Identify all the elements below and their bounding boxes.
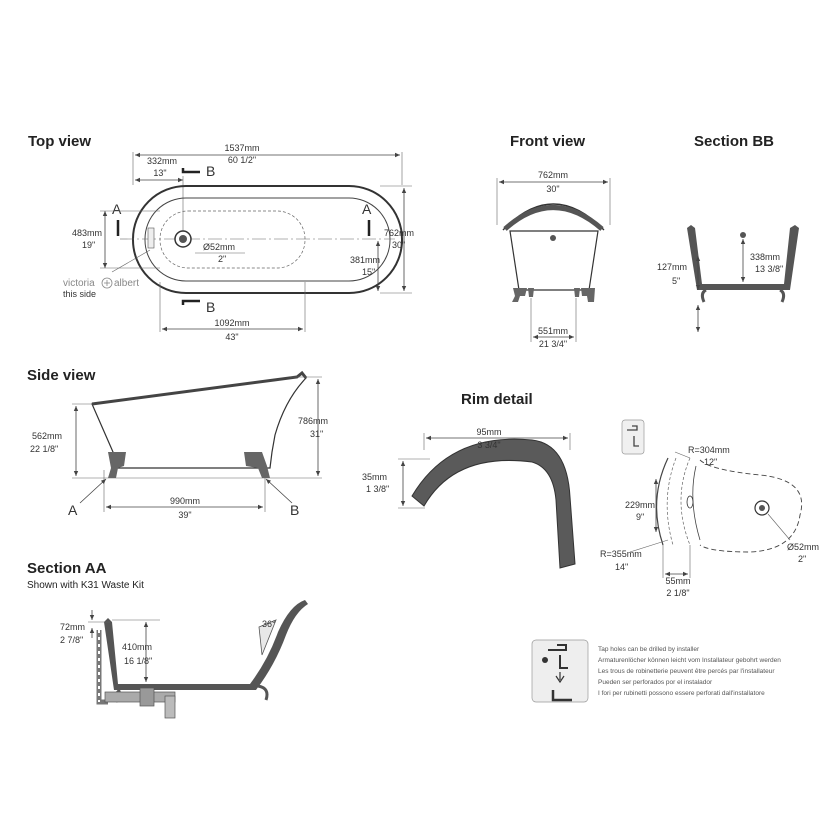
overall-width-mm: 762mm (384, 228, 414, 238)
svg-text:albert: albert (114, 278, 139, 289)
front-width-mm: 762mm (538, 170, 568, 180)
side-view-title: Side view (27, 367, 96, 384)
side-tub-body (91, 372, 307, 469)
side-feet-distance-mm: 990mm (170, 496, 200, 506)
rim-waste-dia-mm: Ø52mm (787, 542, 819, 552)
section-aa-depth-mm: 410mm (122, 642, 152, 652)
section-b-label-top: B (206, 163, 215, 179)
front-view: Front view 762mm 30" 551mm 21 3/4" (496, 133, 611, 349)
tap-note-line-2: Armaturenlöcher können leicht vom Instal… (598, 657, 781, 664)
section-aa-rim-mm: 72mm (60, 622, 85, 632)
section-a-label-left: A (112, 201, 122, 217)
top-view: Top view 1537mm 60 1/2" 332mm 13" B B A … (28, 133, 414, 342)
tap-drill-icon (531, 639, 589, 703)
side-feet (108, 452, 270, 478)
rim-r-outer-mm: R=304mm (688, 445, 730, 455)
rim-waste-dia-in: 2" (798, 554, 806, 564)
rim-profile (411, 438, 576, 569)
inner-width-in: 19" (82, 240, 95, 250)
tap-hole-note: Tap holes can be drilled by installer Ar… (531, 639, 781, 703)
section-a-label-right: A (362, 201, 372, 217)
section-aa: Section AA Shown with K31 Waste Kit 36° … (27, 560, 308, 719)
rim-height-in: 1 3/8" (366, 484, 389, 494)
rim-r-outer-in: 12" (704, 457, 717, 467)
svg-text:victoria: victoria (63, 278, 95, 289)
section-aa-depth-in: 16 1/8" (124, 656, 152, 666)
tap-note-line-5: I fori per rubinetti possono essere perf… (598, 690, 765, 697)
front-view-title: Front view (510, 133, 585, 150)
section-b-label-bottom: B (206, 299, 215, 315)
rim-offset-in: 2 1/8" (666, 588, 689, 598)
base-length-in: 43" (225, 332, 238, 342)
section-aa-subtitle: Shown with K31 Waste Kit (27, 580, 144, 591)
half-width-mm: 381mm (350, 255, 380, 265)
waste-offset-mm: 332mm (147, 156, 177, 166)
waste-offset-in: 13" (153, 168, 166, 178)
victoria-albert-logo: victoria albert (63, 277, 139, 289)
section-bb-foot-in: 5" (672, 276, 680, 286)
side-view: Side view 562mm 22 1/8" 786mm 31" 990mm … (27, 367, 328, 520)
waste-kit (96, 630, 176, 719)
section-aa-title: Section AA (27, 560, 107, 577)
overall-length-mm: 1537mm (224, 143, 259, 153)
rim-span-mm: 229mm (625, 500, 655, 510)
rim-span-in: 9" (636, 512, 644, 522)
side-feet-distance-in: 39" (178, 510, 191, 520)
rim-detail: Rim detail 95mm 3 3/4" 35mm 1 3/8" R=304… (362, 391, 819, 598)
inner-width-mm: 483mm (72, 228, 102, 238)
section-bb: Section BB 338mm 13 3/8" 127mm 5" (657, 133, 799, 332)
section-bb-depth-in: 13 3/8" (755, 264, 783, 274)
front-feet-mm: 551mm (538, 326, 568, 336)
rim-height-mm: 35mm (362, 472, 387, 482)
section-bb-depth-mm: 338mm (750, 252, 780, 262)
waste-dia-mm: Ø52mm (203, 242, 235, 252)
rim-r-inner-mm: R=355mm (600, 549, 642, 559)
overall-length-in: 60 1/2" (228, 155, 256, 165)
side-rim-height-in: 22 1/8" (30, 444, 58, 454)
half-width-in: 15" (362, 267, 375, 277)
rim-width-in: 3 3/4" (477, 440, 500, 450)
section-bb-title: Section BB (694, 133, 774, 150)
side-label-a: A (68, 502, 78, 518)
section-bb-foot-mm: 127mm (657, 262, 687, 272)
tap-hole-icon-small (621, 419, 645, 455)
waste-dia-in: 2" (218, 254, 226, 264)
side-overall-height-mm: 786mm (298, 416, 328, 426)
brand-note: this side (63, 289, 96, 299)
side-rim-height-mm: 562mm (32, 431, 62, 441)
tap-note-line-1: Tap holes can be drilled by installer (598, 646, 700, 653)
tap-note-line-3: Les trous de robinetterie peuvent être p… (598, 668, 775, 675)
side-label-b: B (290, 502, 299, 518)
front-feet (512, 288, 595, 302)
front-feet-in: 21 3/4" (539, 339, 567, 349)
overall-width-in: 30" (392, 240, 405, 250)
top-view-title: Top view (28, 133, 91, 150)
tap-note-line-4: Pueden ser perforados por el instalador (598, 679, 713, 686)
section-aa-rim-in: 2 7/8" (60, 635, 83, 645)
rim-detail-title: Rim detail (461, 391, 533, 408)
rim-offset-mm: 55mm (665, 576, 690, 586)
section-aa-angle: 36° (262, 619, 276, 629)
front-width-in: 30" (546, 184, 559, 194)
rim-width-mm: 95mm (476, 427, 501, 437)
base-length-mm: 1092mm (214, 318, 249, 328)
side-overall-height-in: 31" (310, 429, 323, 439)
rim-r-inner-in: 14" (615, 562, 628, 572)
